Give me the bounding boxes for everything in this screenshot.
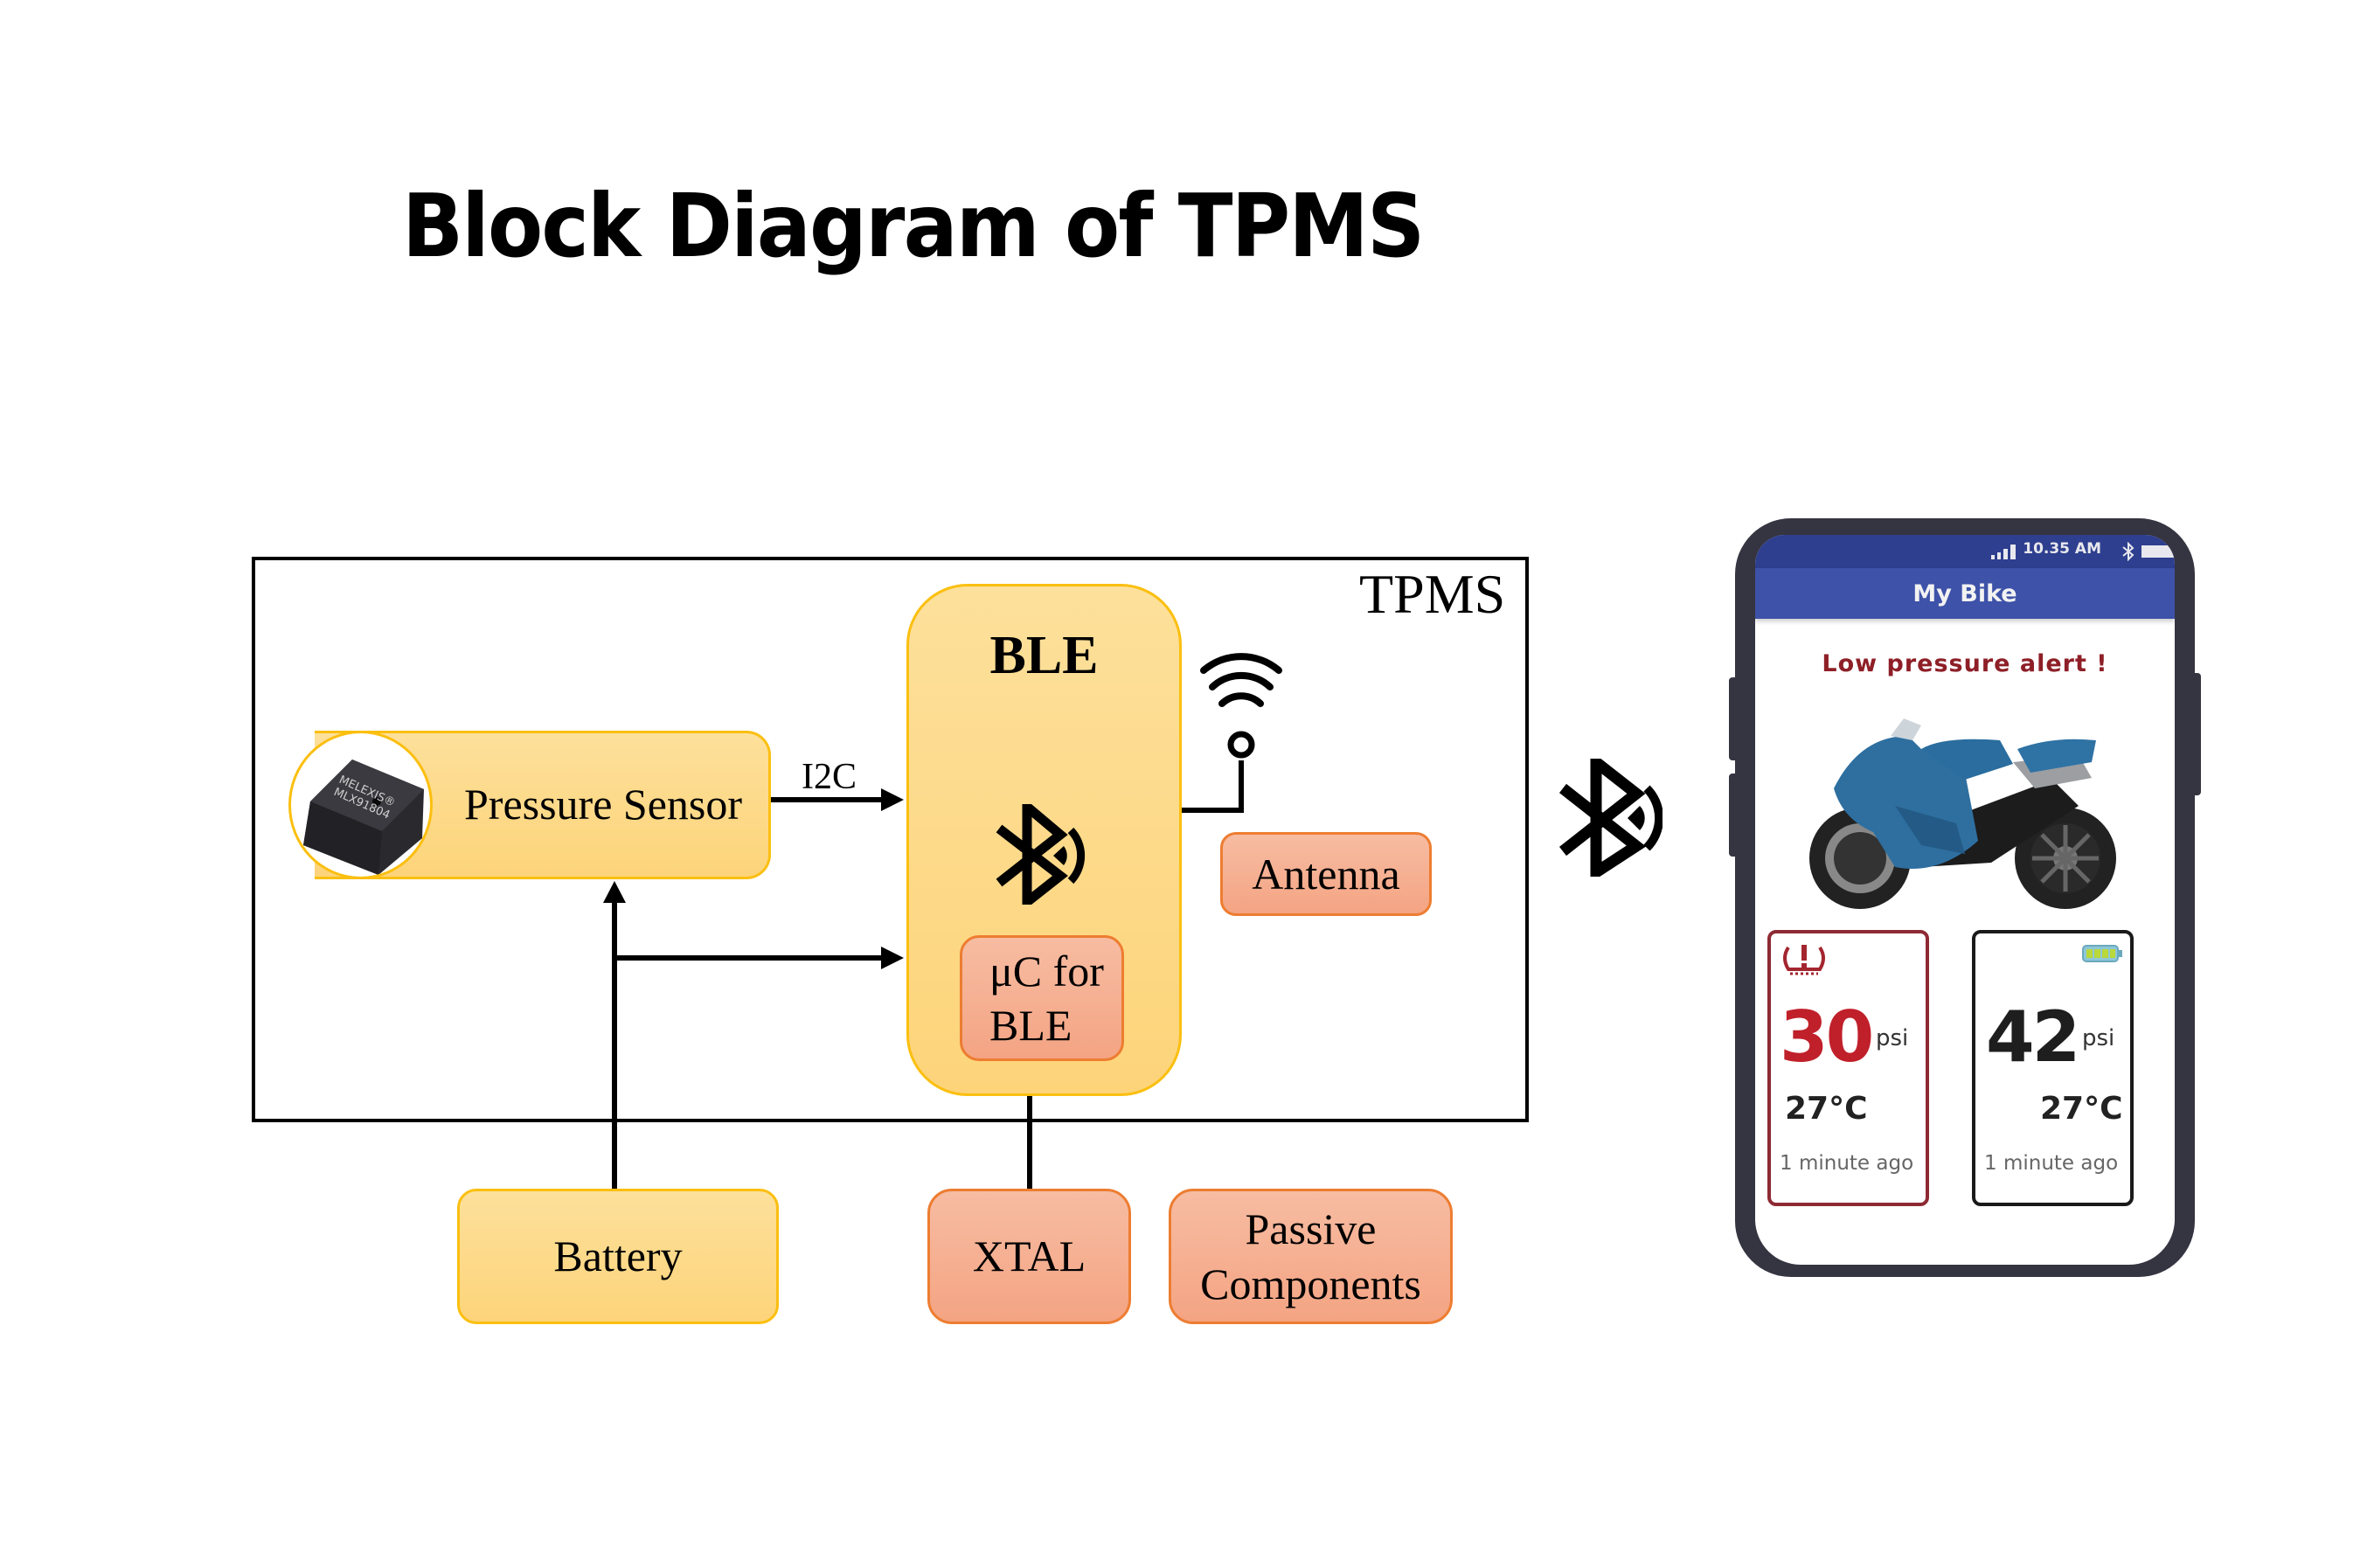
passive-components-block <box>1169 1189 1453 1324</box>
page-title: Block Diagram of TPMS <box>402 175 1425 277</box>
ble-label: BLE <box>989 626 1099 685</box>
app-header: My Bike <box>1755 568 2175 619</box>
low-pressure-alert: Low pressure alert ! <box>1822 650 2108 677</box>
status-battery-icon <box>2141 545 2175 558</box>
microcontroller-label-line2: BLE <box>989 1001 1072 1050</box>
phone-screen: 10.35 AM My Bike Low pressure alert ! <box>1755 535 2175 1265</box>
battery-block <box>457 1189 779 1324</box>
front-pressure-unit: psi <box>1876 1025 1909 1051</box>
antenna-block <box>1220 832 1432 916</box>
tpms-module-label: TPMS <box>1359 563 1506 625</box>
status-bluetooth-icon <box>2122 542 2135 561</box>
tire-card-front[interactable]: 30 psi 27°C 1 minute ago <box>1767 930 1929 1206</box>
passive-label-line2: Components <box>1200 1259 1421 1308</box>
tire-pressure-warning-icon <box>1783 945 1825 975</box>
bluetooth-icon <box>996 804 1086 905</box>
pressure-sensor-label: Pressure Sensor <box>463 779 743 829</box>
passive-label-line1: Passive <box>1245 1204 1377 1253</box>
bluetooth-link-icon <box>1558 759 1662 877</box>
i2c-label: I2C <box>802 757 857 797</box>
passive-components-label: Passive Components <box>1169 1189 1453 1324</box>
signal-strength-icon <box>1991 545 2016 559</box>
rear-pressure-unit: psi <box>2082 1025 2115 1051</box>
status-time: 10.35 AM <box>2023 540 2101 558</box>
battery-label: Battery <box>553 1232 683 1281</box>
microcontroller-label: μC for BLE <box>960 935 1124 1061</box>
tire-card-rear[interactable]: 42 psi 27°C 1 minute ago <box>1972 930 2134 1206</box>
antenna-label: Antenna <box>1252 849 1400 898</box>
battery-full-icon <box>2082 945 2122 962</box>
status-bar: 10.35 AM <box>1755 535 2175 568</box>
rear-last-updated: 1 minute ago <box>1984 1152 2119 1175</box>
motorcycle-image <box>1809 718 2116 909</box>
xtal-block <box>927 1189 1131 1324</box>
pressure-sensor-chip-image: MELEXIS® MLX91804 <box>288 731 433 879</box>
app-title: My Bike <box>1912 579 2017 607</box>
xtal-label: XTAL <box>972 1232 1086 1281</box>
tpms-module-boundary <box>252 557 1529 1122</box>
front-pressure-value: 30 <box>1780 996 1874 1078</box>
rear-temperature: 27°C <box>2040 1091 2123 1127</box>
sensor-chip-icon: MELEXIS® MLX91804 <box>303 760 424 875</box>
front-last-updated: 1 minute ago <box>1780 1152 1914 1175</box>
rear-pressure-value: 42 <box>1986 996 2080 1078</box>
microcontroller-block <box>960 935 1124 1061</box>
front-temperature: 27°C <box>1785 1091 1868 1127</box>
microcontroller-label-line1: μC for <box>989 946 1104 996</box>
